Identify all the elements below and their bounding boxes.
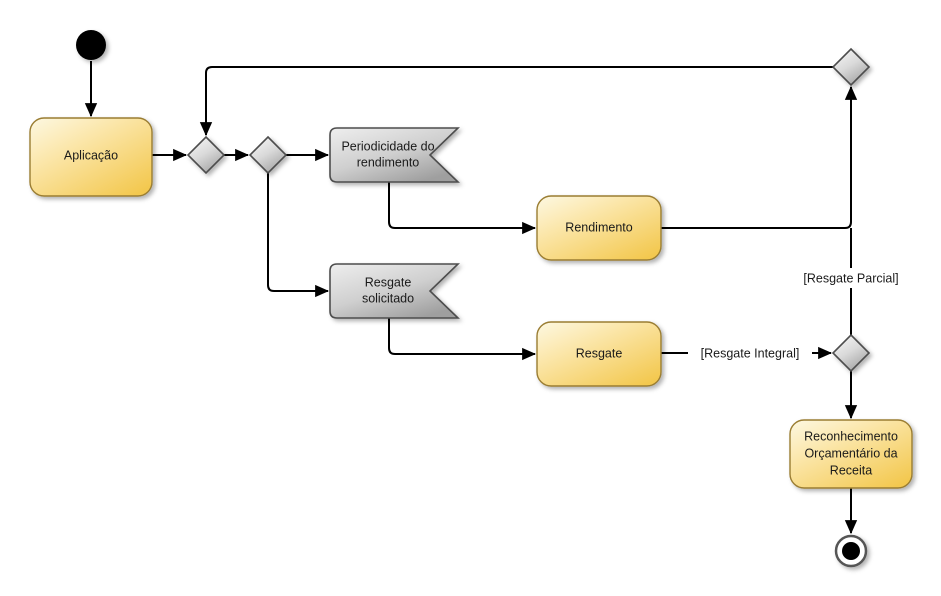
signal-label-periodicidade-line1: Periodicidade do: [341, 139, 434, 153]
action-shape-aplicacao[interactable]: [29, 117, 153, 197]
final-node-core: [842, 542, 860, 560]
action-shape-reconhecimento[interactable]: [789, 419, 913, 489]
action-node-reconhecimento[interactable]: Reconhecimento Orçamentário da Receita: [789, 419, 913, 489]
decision-node-2[interactable]: [831, 333, 871, 373]
edge-fork1-to-resgate-solicitado: [267, 173, 330, 298]
merge-node-2[interactable]: [831, 47, 871, 87]
action-label-reconhecimento-line3: Receita: [830, 463, 872, 477]
edge-merge2-to-merge1: [199, 66, 833, 137]
resgate-integral-label-bg: [688, 343, 812, 363]
node-layer: Aplicação Periodicidade do rendimento Re…: [29, 30, 913, 568]
edge-resgate-solicitado-to-resgate: [388, 318, 537, 361]
resgate-parcial-label-bg: [790, 268, 912, 288]
signal-shape-resgate-solicitado[interactable]: [329, 263, 460, 319]
decision-node-1[interactable]: [248, 135, 288, 175]
action-label-reconhecimento-line1: Reconhecimento: [804, 429, 898, 443]
action-node-aplicacao[interactable]: Aplicação: [29, 117, 153, 197]
merge-node-1[interactable]: [186, 135, 226, 175]
signal-label-resgate-solicitado-line1: Resgate: [365, 275, 412, 289]
action-label-aplicacao: Aplicação: [64, 148, 118, 162]
final-node[interactable]: [834, 534, 868, 568]
action-label-reconhecimento-line2: Orçamentário da: [804, 446, 897, 460]
action-node-rendimento[interactable]: Rendimento: [536, 195, 662, 261]
edge-label-resgate-parcial: [Resgate Parcial]: [803, 271, 898, 285]
action-shape-rendimento[interactable]: [536, 195, 662, 261]
signal-label-periodicidade-line2: rendimento: [357, 155, 420, 169]
edge-periodicidade-to-rendimento: [388, 182, 537, 235]
action-label-rendimento: Rendimento: [565, 220, 632, 234]
edge-label-layer: [Resgate Parcial] [Resgate Integral]: [688, 268, 912, 363]
edge-label-resgate-integral: [Resgate Integral]: [701, 346, 800, 360]
signal-label-resgate-solicitado-line2: solicitado: [362, 291, 414, 305]
action-label-resgate: Resgate: [576, 346, 623, 360]
edge-rendimento-to-merge2: [661, 85, 858, 229]
signal-receive-periodicidade[interactable]: Periodicidade do rendimento: [329, 127, 460, 183]
initial-node[interactable]: [76, 30, 106, 60]
signal-shape-periodicidade[interactable]: [329, 127, 460, 183]
action-shape-resgate[interactable]: [536, 321, 662, 387]
edge-layer: [84, 61, 858, 535]
signal-receive-resgate-solicitado[interactable]: Resgate solicitado: [329, 263, 460, 319]
action-node-resgate[interactable]: Resgate: [536, 321, 662, 387]
